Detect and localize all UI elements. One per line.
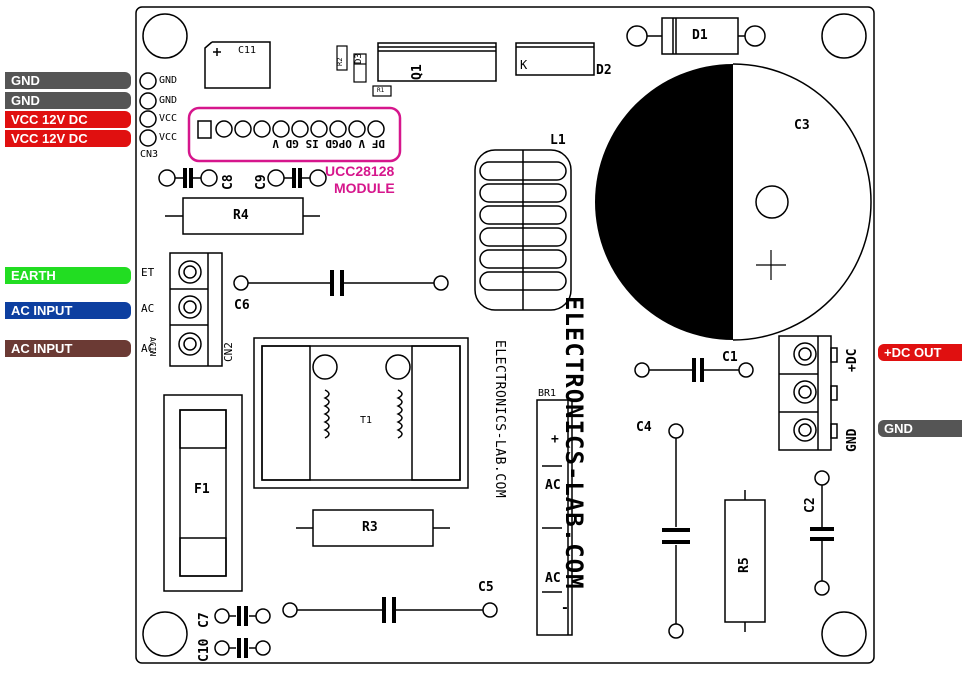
c7-c10: [214, 606, 271, 658]
label-q1: Q1: [410, 64, 425, 80]
label-gnd: GND: [845, 428, 860, 452]
label-d1: D1: [692, 28, 708, 43]
cn2-acin: ACIN: [148, 337, 157, 357]
module-subtitle: MODULE: [334, 180, 395, 196]
c11-outline: [204, 41, 271, 89]
cn2-pin-et: ET: [141, 266, 155, 279]
t1-transformer: [253, 337, 469, 489]
label-r5: R5: [737, 557, 752, 573]
q1-outline: [377, 42, 497, 82]
cn3-label: CN3: [140, 149, 159, 160]
label-c7: C7: [197, 612, 212, 628]
d1-outline: [626, 17, 766, 55]
label-c8: C8: [221, 174, 236, 190]
label-f1: F1: [194, 482, 210, 497]
cn2-pin-ac1: AC: [141, 302, 155, 315]
label-r2: R2: [336, 57, 344, 66]
c5-capacitor: [282, 597, 498, 623]
ucc-module-outline: [187, 106, 402, 163]
c3-capacitor: [595, 63, 872, 341]
label-c9: C9: [254, 174, 269, 190]
label-c2: C2: [803, 497, 818, 513]
cn3-pin2: GND: [159, 95, 178, 106]
c2-capacitor: [810, 470, 834, 596]
output-terminal: [778, 335, 838, 451]
label-c6: C6: [234, 298, 250, 313]
br1-minus: -: [561, 601, 569, 616]
board-outline: [135, 6, 875, 664]
ucc-module-pins: [197, 120, 385, 139]
r3-resistor: [296, 509, 450, 547]
br1-plus: +: [551, 432, 559, 447]
label-c5: C5: [478, 580, 494, 595]
r5-resistor: [724, 490, 766, 632]
tag-earth: EARTH: [5, 267, 131, 284]
br1-bridge: [536, 399, 573, 636]
label-c10: C10: [197, 638, 212, 662]
label-c4: C4: [636, 420, 652, 435]
label-t1: T1: [360, 415, 373, 426]
br1-ac2: AC: [545, 571, 561, 586]
label-r1: R1: [377, 87, 385, 94]
label-c3: C3: [794, 118, 810, 133]
label-c11: C11: [238, 45, 257, 56]
r4-resistor: [165, 197, 320, 235]
watermark-large: ELECTRONICS-LAB.COM: [560, 296, 588, 590]
c8-c9: [158, 168, 327, 188]
module-title: UCC28128: [325, 163, 395, 179]
cn3-pin4: VCC: [159, 132, 178, 143]
tag-vcc-2: VCC 12V DC: [5, 130, 131, 147]
br1-ac1: AC: [545, 478, 561, 493]
d2-outline: [515, 42, 595, 76]
f1-fuse: [163, 394, 243, 592]
small-parts: [336, 45, 392, 97]
label-br1: BR1: [538, 388, 557, 399]
tag-dc-out: +DC OUT: [878, 344, 962, 361]
label-l1: L1: [550, 133, 566, 148]
c1-capacitor: [634, 358, 754, 382]
tag-gnd-1: GND: [5, 72, 131, 89]
cn3-pin1: GND: [159, 75, 178, 86]
label-c1: C1: [722, 350, 738, 365]
c6-capacitor: [233, 270, 449, 296]
label-plus-dc: +DC: [845, 348, 860, 372]
cn3-header: [139, 72, 157, 147]
c4-capacitor: [662, 423, 690, 639]
l1-inductor: [474, 149, 572, 311]
label-k: K: [520, 58, 528, 72]
cn2-terminal: [169, 252, 223, 367]
tag-gnd-2: GND: [5, 92, 131, 109]
label-r3: R3: [362, 520, 378, 535]
label-r4: R4: [233, 208, 249, 223]
mounting-holes: [142, 13, 867, 657]
tag-gnd-out: GND: [878, 420, 962, 437]
tag-vcc-1: VCC 12V DC: [5, 111, 131, 128]
module-pin-labels: DF V OPGD IS GD V: [272, 137, 385, 150]
cn3-pin3: VCC: [159, 113, 178, 124]
tag-ac-input-2: AC INPUT: [5, 340, 131, 357]
watermark-small: ELECTRONICS-LAB.COM: [492, 340, 507, 499]
cn2-label: CN2: [222, 342, 235, 362]
label-d3: D3: [354, 53, 364, 64]
tag-ac-input-1: AC INPUT: [5, 302, 131, 319]
cn2-pin-ac2: AC: [141, 342, 155, 355]
label-d2: D2: [596, 63, 612, 78]
